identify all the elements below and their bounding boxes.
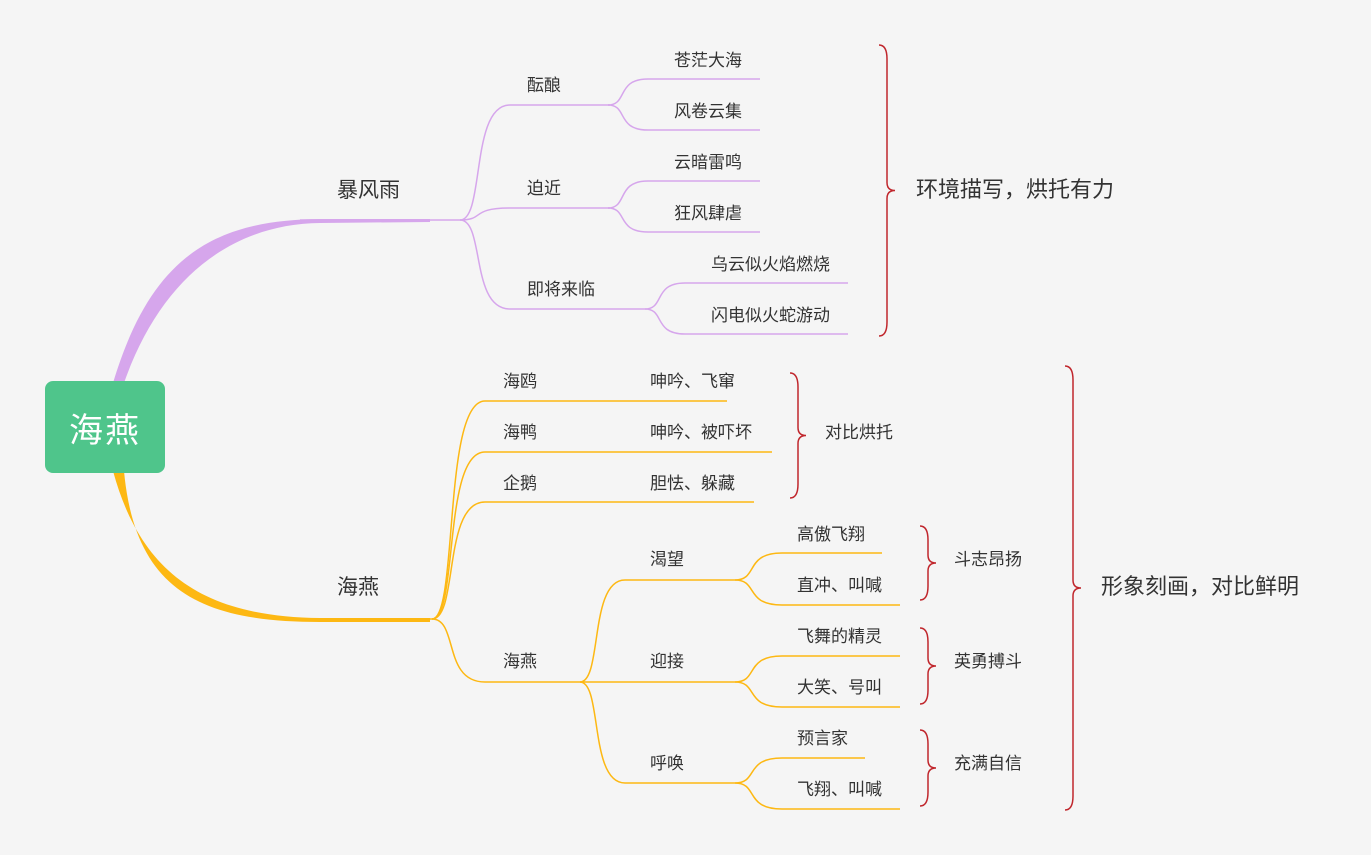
action-summary[interactable]: 斗志昂扬 [954, 550, 1022, 570]
connector-line [607, 207, 760, 233]
action-summary[interactable]: 英勇搏斗 [954, 652, 1022, 672]
connector-line [734, 757, 865, 784]
storm-group-brewing[interactable]: 酝酿 [527, 76, 561, 96]
connector-line [459, 104, 610, 221]
connector-line [607, 180, 760, 209]
bird-penguin[interactable]: 企鹅 [503, 474, 537, 494]
storm-trunk [113, 219, 430, 383]
connector-line [459, 207, 610, 221]
petrel-action-calling[interactable]: 呼唤 [650, 754, 684, 774]
petrel-leaf[interactable]: 预言家 [797, 729, 848, 749]
connector-line [734, 579, 900, 606]
connector-line [644, 308, 848, 335]
petrel-action-greeting[interactable]: 迎接 [650, 652, 684, 672]
bird-desc[interactable]: 呻吟、飞窜 [650, 372, 735, 392]
storm-leaf[interactable]: 云暗雷鸣 [674, 153, 742, 173]
storm-leaf[interactable]: 闪电似火蛇游动 [711, 306, 830, 326]
connector-line [734, 552, 882, 581]
storm-group-imminent[interactable]: 即将来临 [527, 280, 595, 300]
storm-leaf[interactable]: 风卷云集 [674, 102, 742, 122]
petrel-branch-connectors [113, 400, 900, 810]
connector-line [459, 219, 645, 310]
bird-desc[interactable]: 胆怯、躲藏 [650, 474, 735, 494]
connector-line [579, 681, 735, 784]
curly-brace [1064, 365, 1082, 811]
connector-line [607, 78, 760, 106]
birds-summary[interactable]: 对比烘托 [825, 423, 893, 443]
petrel-action-longing[interactable]: 渴望 [650, 550, 684, 570]
connector-line [431, 501, 754, 620]
storm-branch-connectors [113, 78, 848, 383]
curly-brace [919, 525, 937, 601]
connector-line [644, 282, 848, 310]
curly-brace [878, 44, 896, 337]
connector-line [431, 400, 727, 620]
connector-line [431, 618, 580, 683]
connector-line [734, 655, 900, 683]
branch-storm[interactable]: 暴风雨 [337, 178, 400, 202]
connector-line [734, 782, 900, 810]
storm-leaf[interactable]: 狂风肆虐 [674, 204, 742, 224]
petrel-leaf[interactable]: 飞舞的精灵 [797, 627, 882, 647]
petrel-summary[interactable]: 形象刻画，对比鲜明 [1101, 575, 1300, 600]
connector-line [579, 579, 735, 683]
curly-brace [919, 627, 937, 705]
bird-desc[interactable]: 呻吟、被吓坏 [650, 423, 752, 443]
storm-leaf[interactable]: 乌云似火焰燃烧 [711, 255, 830, 275]
summary-braces [789, 44, 1082, 811]
petrel-leaf[interactable]: 大笑、号叫 [797, 678, 882, 698]
petrel-leaf[interactable]: 高傲飞翔 [797, 525, 865, 545]
petrel-leaf[interactable]: 直冲、叫喊 [797, 576, 882, 596]
curly-brace [919, 729, 937, 807]
petrel-group[interactable]: 海燕 [503, 652, 537, 672]
storm-leaf[interactable]: 苍茫大海 [674, 51, 742, 71]
root-node[interactable]: 海燕 [45, 381, 165, 473]
curly-brace [789, 372, 807, 499]
petrel-trunk [113, 471, 430, 622]
connector-line [607, 104, 760, 131]
connector-line [431, 451, 772, 620]
action-summary[interactable]: 充满自信 [954, 754, 1022, 774]
bird-seagull[interactable]: 海鸥 [503, 372, 537, 392]
bird-duck[interactable]: 海鸭 [503, 423, 537, 443]
branch-petrel[interactable]: 海燕 [337, 575, 379, 599]
storm-group-approaching[interactable]: 迫近 [527, 179, 561, 199]
petrel-leaf[interactable]: 飞翔、叫喊 [797, 780, 882, 800]
connector-line [734, 681, 900, 708]
storm-summary[interactable]: 环境描写，烘托有力 [916, 178, 1115, 203]
